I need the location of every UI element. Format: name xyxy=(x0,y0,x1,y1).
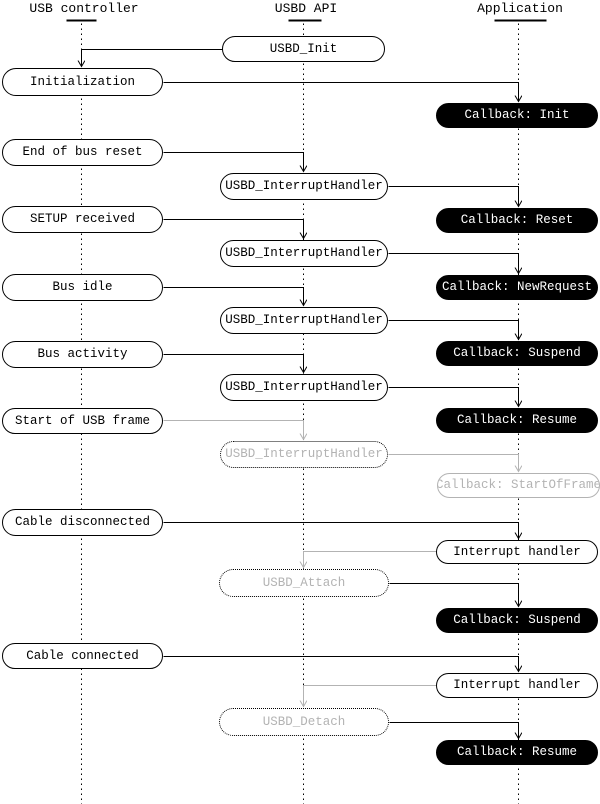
arrow-interrupt-handler-to-callback-resume xyxy=(388,387,519,407)
callback-newrequest: Callback: NewRequest xyxy=(436,275,598,300)
callback-reset: Callback: Reset xyxy=(436,208,598,233)
callback-init: Callback: Init xyxy=(436,103,598,128)
arrow-setup-received-to-interrupt-handler xyxy=(163,219,304,239)
state-start-of-usb-frame: Start of USB frame xyxy=(2,408,163,434)
arrow-interrupt-handler-to-callback-newrequest xyxy=(388,253,519,274)
arrow-interrupt-handler-to-callback-startofframe xyxy=(388,454,519,472)
api-call-usbd-interrupt-handler-4: USBD_InterruptHandler xyxy=(220,374,388,401)
api-call-usbd-detach: USBD_Detach xyxy=(219,708,389,736)
arrow-bus-idle-to-interrupt-handler xyxy=(163,287,304,306)
arrow-interrupt-handler-to-usbd-detach xyxy=(304,685,437,707)
callback-suspend-1: Callback: Suspend xyxy=(436,341,598,366)
api-call-usbd-interrupt-handler-3: USBD_InterruptHandler xyxy=(220,307,388,334)
arrow-interrupt-handler-to-callback-reset xyxy=(388,186,519,207)
state-cable-connected: Cable connected xyxy=(2,643,163,669)
arrow-usbd-attach-to-callback-suspend xyxy=(389,583,519,607)
arrow-interrupt-handler-to-callback-suspend xyxy=(388,320,519,340)
arrow-usbd-init-to-initialization xyxy=(82,49,223,67)
column-header-usbd-api: USBD API xyxy=(274,1,338,16)
callback-startofframe: Callback: StartOfFrame xyxy=(437,473,600,498)
callback-suspend-2: Callback: Suspend xyxy=(436,608,598,633)
api-call-usbd-interrupt-handler-optional: USBD_InterruptHandler xyxy=(220,441,388,468)
state-bus-idle: Bus idle xyxy=(2,274,163,301)
api-call-usbd-interrupt-handler-1: USBD_InterruptHandler xyxy=(220,173,388,200)
arrow-cable-disconnected-to-interrupt-handler xyxy=(163,522,519,539)
callback-resume-1: Callback: Resume xyxy=(436,408,598,433)
app-interrupt-handler-1: Interrupt handler xyxy=(436,540,598,564)
arrow-cable-connected-to-interrupt-handler xyxy=(163,656,519,672)
arrow-initialization-to-callback-init xyxy=(163,82,519,102)
column-header-usb-controller: USB controller xyxy=(29,1,139,16)
app-interrupt-handler-2: Interrupt handler xyxy=(436,673,598,698)
api-call-usbd-attach: USBD_Attach xyxy=(219,569,389,597)
api-call-usbd-interrupt-handler-2: USBD_InterruptHandler xyxy=(220,240,388,267)
arrow-end-of-bus-reset-to-interrupt-handler xyxy=(163,152,304,172)
arrow-bus-activity-to-interrupt-handler xyxy=(163,354,304,373)
state-initialization: Initialization xyxy=(2,68,163,96)
callback-resume-2: Callback: Resume xyxy=(436,740,598,765)
state-setup-received: SETUP received xyxy=(2,206,163,233)
api-call-usbd-init: USBD_Init xyxy=(222,36,385,62)
arrow-start-of-usb-frame-to-interrupt-handler xyxy=(163,420,304,440)
state-cable-disconnected: Cable disconnected xyxy=(2,509,163,536)
state-end-of-bus-reset: End of bus reset xyxy=(2,139,163,166)
arrow-usbd-detach-to-callback-resume xyxy=(389,722,519,739)
arrow-interrupt-handler-to-usbd-attach xyxy=(304,551,437,568)
column-header-application: Application xyxy=(477,1,563,16)
state-bus-activity: Bus activity xyxy=(2,341,163,368)
